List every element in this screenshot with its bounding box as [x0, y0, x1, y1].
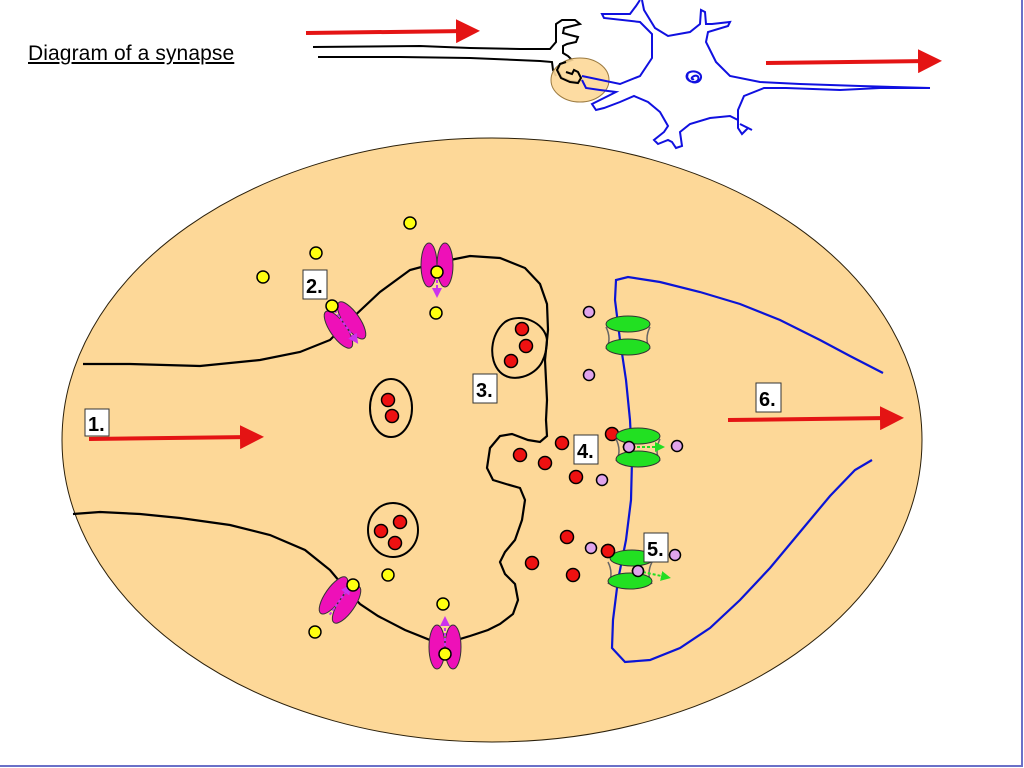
label-3: 3. — [472, 373, 498, 404]
postsynaptic-membrane — [610, 275, 884, 664]
svg-text:5.: 5. — [647, 539, 664, 561]
input-arrow-overview — [305, 19, 480, 44]
vesicle — [491, 317, 549, 379]
svg-text:2.: 2. — [306, 276, 323, 298]
synapse-zoom-ellipse — [61, 137, 923, 743]
magenta-channel — [318, 576, 362, 624]
label-5: 5. — [643, 532, 669, 563]
yellow-ions — [256, 216, 450, 639]
green-receptor — [615, 427, 665, 468]
nucleus-overview — [685, 70, 702, 84]
svg-text:6.: 6. — [759, 389, 776, 411]
label-6: 6. — [755, 382, 782, 413]
svg-text:1.: 1. — [88, 414, 105, 436]
label-2: 2. — [302, 269, 328, 300]
input-arrow — [88, 425, 264, 450]
svg-text:3.: 3. — [476, 380, 493, 402]
magenta-channel — [323, 301, 367, 349]
svg-text:4.: 4. — [577, 441, 594, 463]
vesicle — [367, 502, 419, 558]
postsynaptic-neuron-overview — [581, 0, 931, 150]
green-receptor — [607, 549, 671, 590]
magenta-channels — [318, 242, 462, 670]
vesicles — [367, 317, 549, 558]
green-receptor — [605, 315, 651, 356]
green-receptors — [600, 315, 671, 590]
label-1: 1. — [84, 408, 110, 437]
vesicle — [369, 378, 413, 438]
diagram-title: Diagram of a synapse — [28, 42, 235, 65]
output-arrow-overview — [765, 49, 942, 74]
output-arrow — [727, 406, 904, 431]
label-4: 4. — [573, 434, 599, 465]
neuron-overview — [305, 0, 942, 150]
